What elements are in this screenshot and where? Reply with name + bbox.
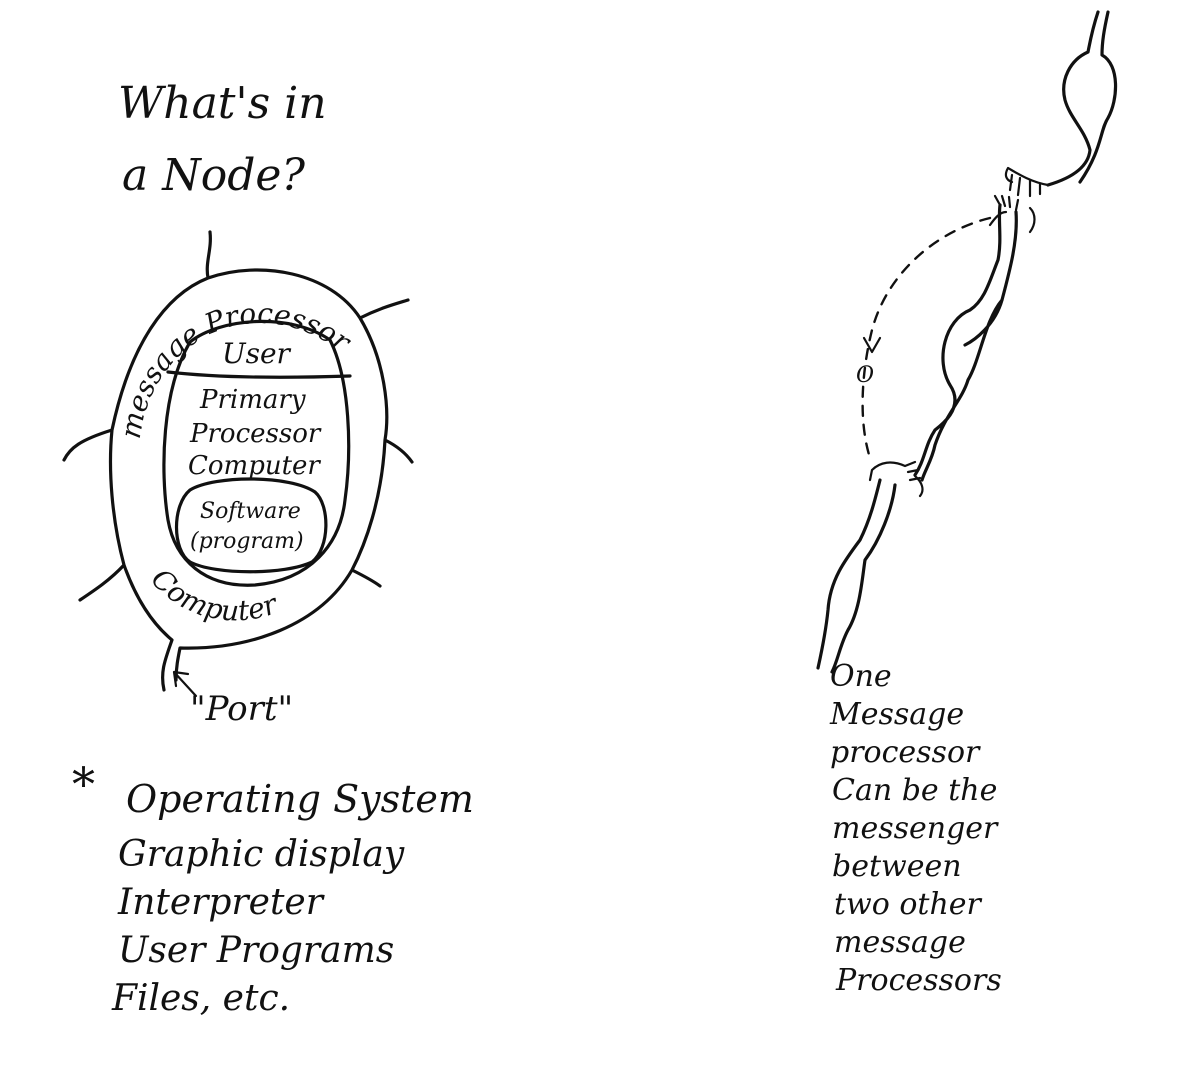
- software-line-2: (program): [190, 529, 304, 554]
- port-label: "Port": [190, 689, 293, 729]
- floating-message-glyph: O: [856, 363, 874, 388]
- title-line-2: a Node?: [122, 150, 305, 201]
- message-chain-illustration: [816, 10, 1118, 674]
- middle-processor-outline: [913, 203, 1018, 482]
- caption-line: Processors: [835, 963, 1002, 998]
- bottom-processor-outline: [816, 478, 897, 674]
- user-divider-line: [166, 370, 352, 379]
- computer-boundary: [162, 319, 351, 587]
- primary-line-1: Primary: [199, 385, 306, 415]
- caption-line: Can be the: [832, 773, 997, 808]
- software-list: Operating System Graphic display Interpr…: [111, 777, 474, 1019]
- software-list-item: Interpreter: [117, 882, 325, 923]
- software-list-item: User Programs: [118, 930, 394, 971]
- dashed-handoff-arc: [861, 216, 992, 460]
- top-processor-outline: [1046, 10, 1118, 187]
- asterisk-marker: *: [72, 757, 95, 811]
- node-illustration: message Processor Computer User Primary …: [62, 230, 414, 698]
- node-outer-boundary: [62, 230, 414, 692]
- software-boundary: [174, 477, 328, 574]
- software-line-1: Software: [200, 499, 301, 524]
- arc-arrowhead-icon: [862, 336, 882, 354]
- caption-line: message: [834, 925, 966, 960]
- caption-line: between: [832, 849, 962, 884]
- top-hand-icon: [1004, 166, 1050, 198]
- caption-line: Message: [829, 697, 964, 732]
- caption-line: messenger: [832, 811, 999, 846]
- primary-line-3: Computer: [188, 451, 321, 481]
- caption-line: processor: [830, 735, 981, 770]
- user-label: User: [222, 337, 292, 370]
- software-list-item: Files, etc.: [111, 978, 290, 1019]
- right-caption: One Message processor Can be the messeng…: [829, 659, 1002, 998]
- lower-hand-icon: [868, 460, 924, 498]
- software-list-item: Operating System: [126, 777, 474, 821]
- port-arrow: [172, 670, 198, 698]
- title-line-1: What's in: [118, 78, 327, 129]
- caption-line: two other: [834, 887, 983, 922]
- software-list-item: Graphic display: [118, 834, 405, 875]
- primary-line-2: Processor: [189, 419, 322, 449]
- middle-upper-hand-icon: [988, 194, 1036, 234]
- caption-line: One: [830, 659, 892, 694]
